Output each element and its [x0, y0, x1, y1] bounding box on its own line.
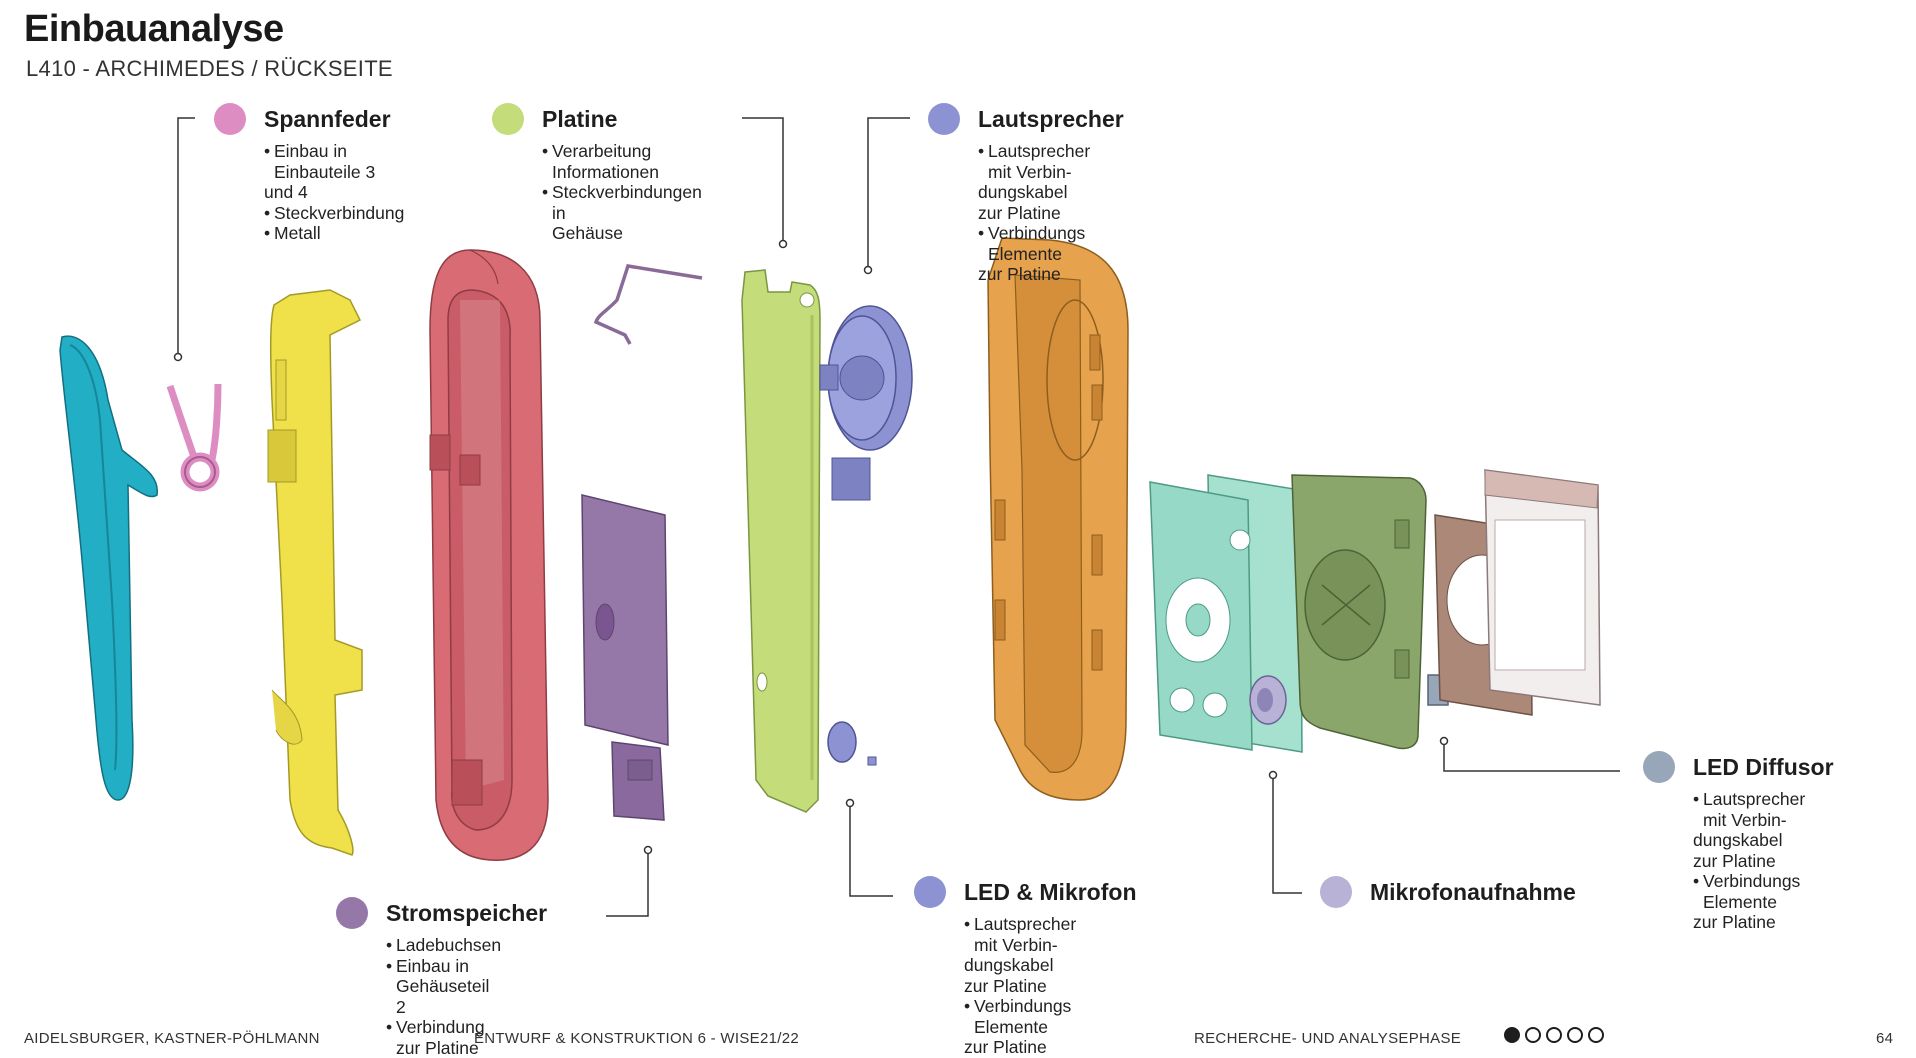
leader-lautsprecher	[867, 117, 910, 268]
bullet-item: •Steckverbindung	[264, 202, 405, 223]
leader-platine	[742, 117, 784, 242]
color-dot-icon	[928, 103, 960, 135]
leader-led-mikrofon	[849, 805, 893, 897]
color-dot-icon	[914, 876, 946, 908]
callout-title: Stromspeicher	[386, 900, 548, 926]
callout-bullets: •Lautsprecher mit Verbin-dungskabel zur …	[1693, 789, 1805, 933]
pink-spring-part	[166, 383, 222, 492]
page-indicator	[1504, 1027, 1609, 1048]
speaker-part	[819, 305, 913, 501]
green-pcb-part	[741, 269, 821, 813]
footer-authors: AIDELSBURGER, KASTNER-PÖHLMANN	[24, 1030, 320, 1047]
wire-spring-part	[593, 264, 703, 345]
color-dot-icon	[336, 897, 368, 929]
bullet-item: •Metall	[264, 223, 321, 243]
callout-title: Mikrofonaufnahme	[1370, 879, 1576, 905]
bullet-item: •Ladebuchsen	[386, 935, 502, 955]
callout-bullets: •Lautsprecher mit Verbin-dungskabel zur …	[964, 914, 1076, 1058]
microphone-holder-part	[1249, 675, 1287, 725]
color-dot-icon	[214, 103, 246, 135]
page-subtitle: L410 - ARCHIMEDES / RÜCKSEITE	[26, 56, 393, 81]
leader-lines	[173, 117, 1620, 917]
orange-housing-part	[987, 237, 1129, 801]
color-dot-icon	[1320, 876, 1352, 908]
page-dot-icon	[1588, 1027, 1604, 1043]
footer-phase: RECHERCHE- UND ANALYSEPHASE	[1194, 1030, 1462, 1047]
leader-spannfeder	[177, 117, 195, 355]
callout-title: Platine	[542, 106, 618, 132]
callout-title: LED Diffusor	[1693, 754, 1834, 780]
page-dot-icon	[1567, 1027, 1583, 1043]
leader-mikrofonaufnahme	[1272, 777, 1302, 894]
callout-title: Spannfeder	[264, 106, 391, 132]
callout-title: LED & Mikrofon	[964, 879, 1137, 905]
bullet-item: •Lautsprecher mit Verbin-dungskabel zur …	[1693, 789, 1806, 871]
bullet-item: •Lautsprecher mit Verbin-dungskabel zur …	[978, 141, 1091, 223]
teal-cover-part	[59, 335, 158, 801]
page-number: 64	[1876, 1030, 1894, 1047]
red-shell-part	[429, 249, 549, 861]
page-dot-icon	[1546, 1027, 1562, 1043]
battery-part	[581, 494, 669, 821]
leader-led-diffusor	[1443, 743, 1620, 772]
led-microphone-part	[827, 721, 877, 766]
yellow-frame-part	[267, 289, 363, 856]
callout-bullets: •Lautsprecher mit Verbin-dungskabel zur …	[978, 141, 1090, 285]
color-dot-icon	[1643, 751, 1675, 783]
callout-title: Lautsprecher	[978, 106, 1124, 132]
footer-course: ENTWURF & KONSTRUKTION 6 - WISE21/22	[474, 1030, 800, 1047]
page-dot-icon	[1504, 1027, 1520, 1043]
bullet-item: •Lautsprecher mit Verbin-dungskabel zur …	[964, 914, 1077, 996]
olive-insert-part	[1291, 474, 1427, 750]
color-dot-icon	[492, 103, 524, 135]
page-title: Einbauanalyse	[24, 8, 284, 50]
leader-stromspeicher	[606, 852, 649, 917]
page-dot-icon	[1525, 1027, 1541, 1043]
bullet-item: •Einbau in Gehäuseteil 2	[386, 955, 490, 1017]
transparent-cover-part	[1484, 469, 1601, 706]
